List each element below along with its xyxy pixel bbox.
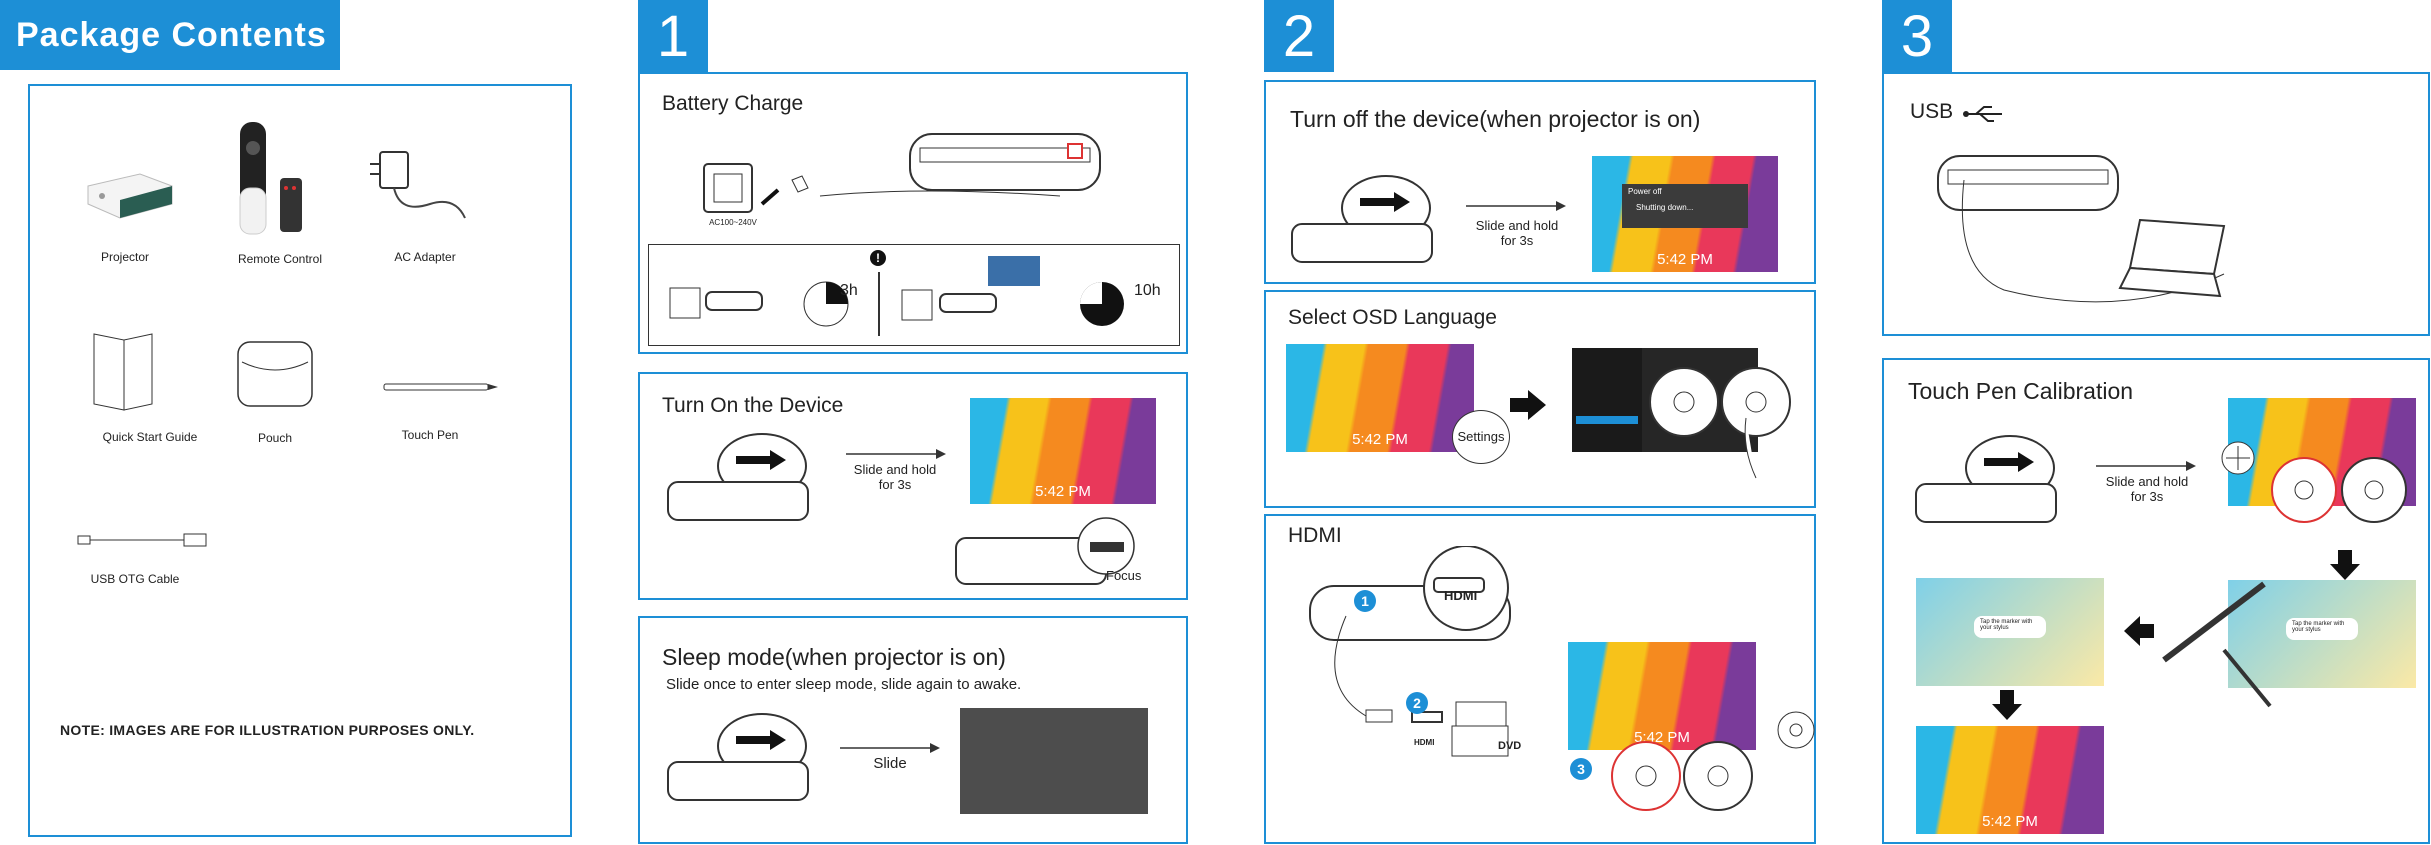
tap-marker-dialog-left: Tap the marker with your stylus xyxy=(1974,616,2046,638)
usb-otg-cable-image xyxy=(77,533,207,547)
osd-home-screen: 5:42 PM xyxy=(1286,344,1474,452)
touch-pen-label: Touch Pen xyxy=(401,428,459,442)
charging-10h-image xyxy=(901,256,1124,326)
quick-start-guide-image xyxy=(93,333,153,411)
ok-dpad-image xyxy=(1649,367,1791,479)
turn-on-panel: Turn On the Device Slide and hold for 3s… xyxy=(638,372,1188,600)
clock-text: 5:42 PM xyxy=(1035,483,1091,500)
calibrated-home-screen: 5:42 PM xyxy=(1916,726,2104,834)
voltage-label: AC100~240V xyxy=(709,218,757,227)
down-arrow-icon xyxy=(2330,550,2360,580)
osd-language-panel: Select OSD Language 5:42 PM Settings xyxy=(1264,290,1816,508)
hdmi-title: HDMI xyxy=(1288,524,1342,547)
stylus-image xyxy=(2162,581,2272,708)
usb-connection-image xyxy=(1937,155,2226,303)
turn-off-panel: Turn off the device(when projector is on… xyxy=(1264,80,1816,284)
wall-outlet-image xyxy=(703,163,809,213)
ac-adapter-label: AC Adapter xyxy=(394,250,456,264)
power-off-dialog: Power off Shutting down... xyxy=(1622,184,1748,228)
usb-otg-cable-label: USB OTG Cable xyxy=(90,572,180,586)
osd-language-title: Select OSD Language xyxy=(1288,306,1497,329)
dialog-title: Power off xyxy=(1628,187,1662,196)
osd-clock: 5:42 PM xyxy=(1352,431,1408,448)
right-arrow-icon xyxy=(846,449,946,459)
battery-charge-panel: Battery Charge AC100~240V ! 3h 10h xyxy=(638,72,1188,354)
ac-adapter-image xyxy=(370,151,466,219)
calibration-target-screen-right: Tap the marker with your stylus xyxy=(2228,580,2416,688)
hdmi-port-label: HDMI xyxy=(1444,588,1478,603)
hdmi-small-label: HDMI xyxy=(1414,738,1435,747)
dialog-text: Shutting down... xyxy=(1636,203,1694,212)
projector-side-image xyxy=(819,133,1101,197)
projector-label: Projector xyxy=(100,250,150,264)
step-badge-1: 1 xyxy=(1354,590,1376,612)
hdmi-connection-image xyxy=(1309,546,1511,757)
remote-control-label: Remote Control xyxy=(237,252,323,266)
focus-label: Focus xyxy=(1106,568,1142,583)
projector-image xyxy=(87,173,173,219)
package-contents-header: Package Contents xyxy=(0,0,340,70)
calibrated-clock: 5:42 PM xyxy=(1982,813,2038,830)
step-badge-3: 3 xyxy=(1570,758,1592,780)
step-badge-2: 2 xyxy=(1406,692,1428,714)
calibration-target-screen-left: Tap the marker with your stylus xyxy=(1916,578,2104,686)
turn-off-switch-image xyxy=(1291,175,1433,263)
focus-wheel-image xyxy=(955,517,1135,585)
calibration-title: Touch Pen Calibration xyxy=(1908,378,2134,404)
sleep-slide-switch-image xyxy=(667,713,809,801)
charge-time-3h: 3h xyxy=(840,282,858,299)
warning-icon: ! xyxy=(870,250,886,266)
settings-callout[interactable]: Settings xyxy=(1452,410,1510,464)
quick-start-guide-label: Quick Start Guide xyxy=(102,430,198,444)
touch-pen-calibration-panel: Touch Pen Calibration Slide and hold for… xyxy=(1882,358,2430,844)
divider-line xyxy=(878,272,880,336)
sleep-screen xyxy=(960,708,1148,814)
turn-off-arrow-icon xyxy=(1466,201,1566,211)
battery-charge-title: Battery Charge xyxy=(662,92,804,115)
illustration-note: NOTE: IMAGES ARE FOR ILLUSTRATION PURPOS… xyxy=(60,722,475,738)
turn-off-title: Turn off the device(when projector is on… xyxy=(1290,106,1701,132)
hdmi-panel: HDMI HDMI HDMI DVD 1 2 5:42 PM 3 xyxy=(1264,514,1816,844)
dvd-label: DVD xyxy=(1498,740,1522,752)
pouch-label: Pouch xyxy=(257,431,293,445)
pouch-image xyxy=(237,341,313,407)
turn-off-clock: 5:42 PM xyxy=(1657,251,1713,268)
package-contents-panel: Projector Remote Control AC Adapter Quic… xyxy=(28,84,572,837)
usb-title: USB xyxy=(1910,100,1954,123)
calibration-instruction: Slide and hold for 3s xyxy=(2105,474,2189,504)
osd-arrow-icon xyxy=(1510,390,1546,420)
left-arrow-icon xyxy=(2124,616,2154,646)
power-off-screen: Power off Shutting down... 5:42 PM xyxy=(1592,156,1778,272)
remote-control-image xyxy=(239,122,302,235)
sleep-mode-panel: Sleep mode(when projector is on) Slide o… xyxy=(638,616,1188,844)
charging-3h-image xyxy=(669,281,849,327)
home-screen: 5:42 PM xyxy=(970,398,1156,504)
turn-on-instruction: Slide and hold for 3s xyxy=(853,462,937,492)
usb-icon xyxy=(1963,106,2002,122)
sleep-arrow-icon xyxy=(840,743,940,753)
turn-on-title: Turn On the Device xyxy=(662,394,844,417)
down-arrow-icon-2 xyxy=(1992,690,2022,720)
sleep-mode-subtitle: Slide once to enter sleep mode, slide ag… xyxy=(666,676,1022,693)
slide-switch-image xyxy=(667,433,809,521)
charge-time-box xyxy=(648,244,1180,346)
usb-panel: USB xyxy=(1882,72,2430,336)
step-2-header: 2 xyxy=(1264,0,1334,72)
touch-pen-image xyxy=(383,383,498,391)
calibration-arrow-icon xyxy=(2096,461,2196,471)
turn-off-instruction: Slide and hold for 3s xyxy=(1475,218,1559,248)
hdmi-home-screen: 5:42 PM xyxy=(1568,642,1756,750)
calibration-switch-image xyxy=(1915,435,2057,523)
step-3-header: 3 xyxy=(1882,0,1952,72)
source-select-image xyxy=(1611,711,1815,811)
tap-marker-dialog-right: Tap the marker with your stylus xyxy=(2286,618,2358,640)
slide-label: Slide xyxy=(873,755,907,772)
sleep-mode-title: Sleep mode(when projector is on) xyxy=(662,644,1006,670)
charge-time-10h: 10h xyxy=(1134,282,1161,299)
step-1-header: 1 xyxy=(638,0,708,72)
calibration-dpad-image xyxy=(2221,441,2407,523)
